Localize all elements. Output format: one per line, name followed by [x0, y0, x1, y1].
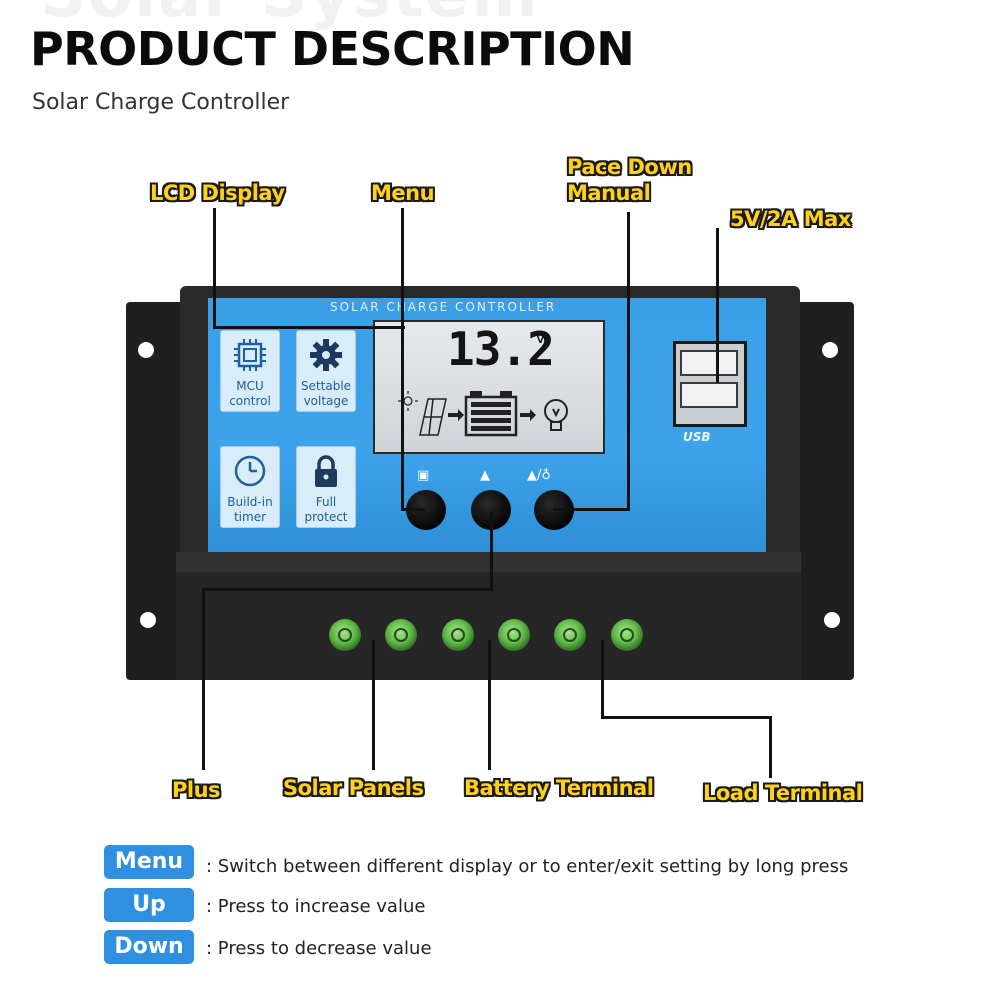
usb-logo: USB: [683, 430, 711, 444]
legend-text-down: : Press to decrease value: [206, 938, 432, 959]
leader-pacedown-vertical: [627, 212, 630, 510]
solar-panel-icon: [419, 398, 447, 436]
leader-load-vertical1: [601, 640, 604, 718]
leader-lcd-horizontal: [213, 326, 405, 329]
clock-icon: [234, 455, 266, 487]
right-top-mount-hole: [822, 342, 838, 358]
feature-label-line2: protect: [304, 510, 348, 524]
leader-plus-horizontal: [202, 588, 493, 591]
callout-battery-terminal: Battery Terminal: [464, 776, 654, 800]
feature-label-line2: timer: [233, 510, 267, 524]
terminal-screw-2: [385, 619, 417, 651]
terminal-screw-6: [611, 619, 643, 651]
right-mounting-ear: [792, 302, 854, 680]
legend-badge-up: Up: [104, 888, 194, 922]
feature-label-line2: control: [229, 394, 271, 408]
leader-lcd-vertical: [213, 208, 216, 328]
legend-text-menu: : Switch between different display or to…: [206, 856, 849, 877]
terminal-screw-4: [498, 619, 530, 651]
leader-load-vertical2: [769, 716, 772, 778]
arrow-icon: [448, 409, 464, 421]
lcd-screen: [373, 320, 605, 454]
leader-usb-vertical: [716, 228, 719, 383]
gear-icon: [310, 339, 342, 371]
feature-label-line2: voltage: [303, 394, 349, 408]
feature-build-in-timer: Build-in timer: [220, 446, 280, 528]
feature-mcu-control: MCU control: [220, 330, 280, 412]
lcd-voltage-unit: V: [535, 328, 546, 347]
usb-slot-bottom: [680, 382, 738, 408]
callout-load-terminal: Load Terminal: [703, 781, 863, 805]
left-bottom-mount-hole: [140, 612, 156, 628]
page-title: PRODUCT DESCRIPTION: [30, 22, 635, 76]
lcd-flow-diagram: [398, 391, 568, 437]
legend-badge-menu: Menu: [104, 845, 194, 879]
terminal-screw-1: [329, 619, 361, 651]
chip-icon: [234, 339, 266, 371]
right-bottom-mount-hole: [824, 612, 840, 628]
panel-title: SOLAR CHARGE CONTROLLER: [330, 300, 557, 314]
leader-battery-vertical: [488, 640, 491, 770]
bulb-icon: [544, 399, 568, 431]
feature-label-line1: Settable: [300, 379, 352, 393]
sun-icon: [398, 391, 418, 411]
callout-usb-rating: 5V/2A Max: [730, 207, 851, 231]
lock-icon: [315, 455, 337, 487]
lcd-voltage-value: 13.2: [447, 322, 555, 376]
legend-badge-down: Down: [104, 930, 194, 964]
usb-slot-top: [680, 350, 738, 376]
callout-solar-panels: Solar Panels: [283, 776, 424, 800]
feature-label-line1: Full: [315, 495, 337, 509]
feature-full-protect: Full protect: [296, 446, 356, 528]
leader-plus-vertical: [202, 588, 205, 770]
leader-load-horizontal: [601, 716, 772, 719]
housing-ledge: [176, 552, 801, 572]
arrow-icon: [520, 409, 536, 421]
leader-menu-horizontal: [401, 508, 425, 511]
leader-pacedown-horizontal: [553, 508, 630, 511]
leader-plus-down: [490, 512, 493, 590]
up-button-icon: ▲: [480, 468, 490, 483]
feature-label-line1: Build-in: [227, 495, 273, 509]
callout-plus: Plus: [172, 778, 221, 802]
feature-settable-voltage: Settable voltage: [296, 330, 356, 412]
terminal-screw-3: [442, 619, 474, 651]
leader-menu-vertical: [401, 208, 404, 510]
callout-menu: Menu: [371, 181, 435, 205]
down-button-icon: ▲/♁: [527, 468, 551, 483]
background-watermark-title: Solar System: [40, 0, 540, 32]
leader-solar-vertical: [372, 640, 375, 770]
left-top-mount-hole: [138, 342, 154, 358]
terminal-screw-5: [554, 619, 586, 651]
callout-pace-down-line1: Pace Down: [567, 155, 692, 179]
battery-icon: [464, 391, 518, 437]
menu-button-icon: ▣: [417, 468, 430, 483]
feature-label-line1: MCU: [236, 379, 264, 393]
page-subtitle: Solar Charge Controller: [32, 90, 290, 115]
legend-text-up: : Press to increase value: [206, 896, 426, 917]
callout-lcd-display: LCD Display: [150, 181, 285, 205]
callout-pace-down-line2: Manual: [567, 181, 651, 205]
